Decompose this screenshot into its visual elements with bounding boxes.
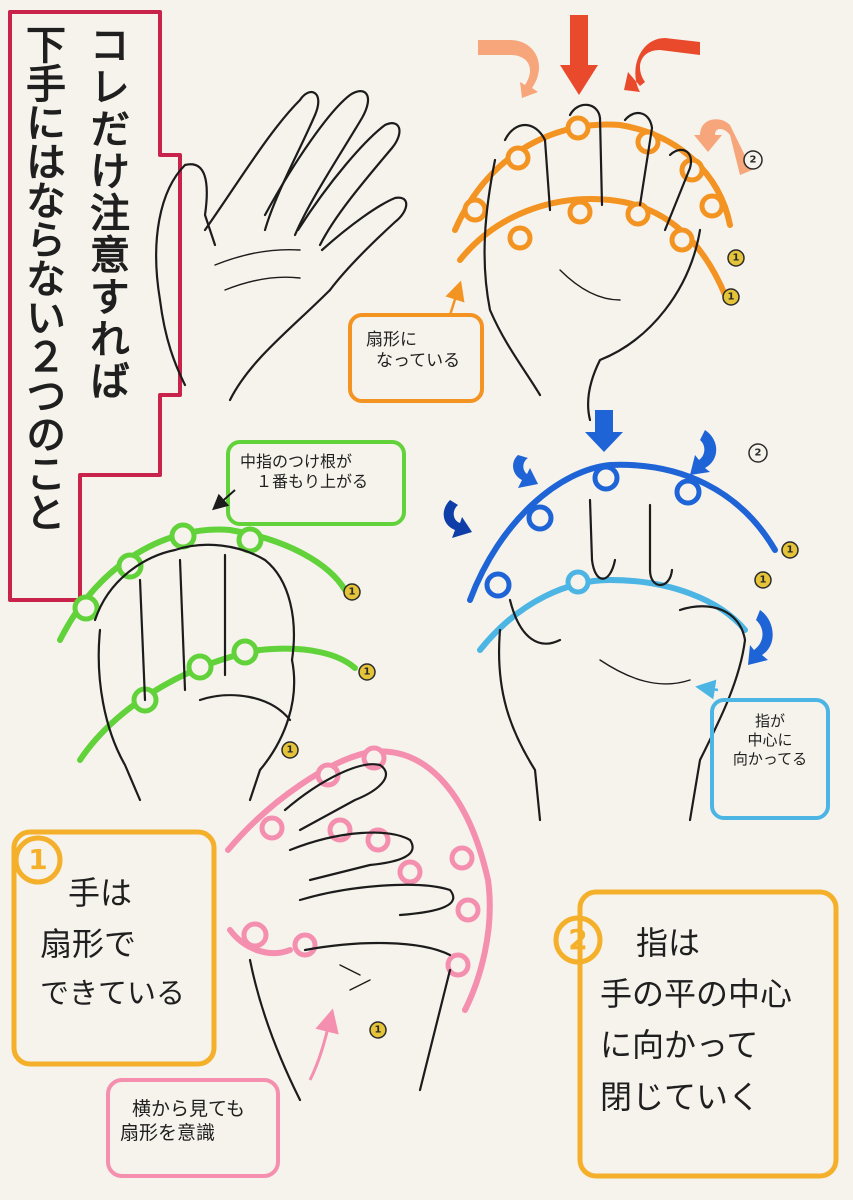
title-line-2: 下手にはならない２つのこと xyxy=(13,24,71,531)
point-1-line: できている xyxy=(40,970,185,1016)
blue-rotation-arrows xyxy=(444,410,773,665)
point-2-number: 2 xyxy=(566,922,590,957)
point-1-line: 扇形で xyxy=(40,919,185,970)
svg-text:1: 1 xyxy=(364,667,371,678)
badge-1: 1 xyxy=(728,250,744,266)
badge-1: 1 xyxy=(723,289,739,305)
point-2-line: に向かって xyxy=(600,1020,792,1071)
svg-text:2: 2 xyxy=(750,155,757,166)
fan-label: 扇形に なっている xyxy=(362,330,460,373)
badge-1: 1 xyxy=(282,742,298,758)
side-label-line: 横から見ても xyxy=(120,1098,245,1122)
center-label-line: 中心に xyxy=(724,731,816,750)
svg-text:1: 1 xyxy=(760,575,767,586)
center-label: 指が 中心に 向かってる xyxy=(724,712,816,768)
badge-1: 1 xyxy=(344,584,360,600)
point-1-line: 手は xyxy=(40,868,185,919)
knuckle-label-line: 中指のつけ根が xyxy=(240,452,368,472)
point-1-text: 手は 扇形で できている xyxy=(40,868,185,1017)
point-2-line: 手の平の中心 xyxy=(600,969,792,1020)
badge-1: 1 xyxy=(755,572,771,588)
badge-1: 1 xyxy=(782,542,798,558)
green-fan-arcs xyxy=(60,525,355,760)
curled-hand-drawing xyxy=(499,500,745,820)
side-label: 横から見ても 扇形を意識 xyxy=(120,1098,245,1146)
badge-1: 1 xyxy=(359,664,375,680)
svg-text:1: 1 xyxy=(728,292,735,303)
svg-text:1: 1 xyxy=(375,1025,382,1036)
side-hand-drawing xyxy=(250,764,453,1100)
point-2-text: 指は 手の平の中心 に向かって 閉じていく xyxy=(600,918,792,1123)
point-2-line: 閉じていく xyxy=(600,1072,792,1123)
center-label-line: 向かってる xyxy=(724,750,816,769)
badge-2: 2 xyxy=(744,151,762,169)
fan-label-line: 扇形に xyxy=(362,330,460,351)
title-line-1: コレだけ注意すれば xyxy=(77,24,135,402)
knuckle-label: 中指のつけ根が １番もり上がる xyxy=(240,452,368,492)
center-label-line: 指が xyxy=(724,712,816,731)
svg-text:1: 1 xyxy=(349,587,356,598)
point-2-line: 指は xyxy=(600,918,792,969)
knuckle-label-line: １番もり上がる xyxy=(240,472,368,492)
side-label-line: 扇形を意識 xyxy=(120,1122,245,1146)
blue-fan-arcs xyxy=(470,465,775,650)
svg-text:1: 1 xyxy=(787,545,794,556)
badge-1: 1 xyxy=(370,1022,386,1038)
svg-text:1: 1 xyxy=(287,745,294,756)
svg-text:2: 2 xyxy=(755,448,762,459)
fan-label-line: なっている xyxy=(362,351,460,372)
badge-2: 2 xyxy=(749,444,767,462)
svg-text:1: 1 xyxy=(733,253,740,264)
